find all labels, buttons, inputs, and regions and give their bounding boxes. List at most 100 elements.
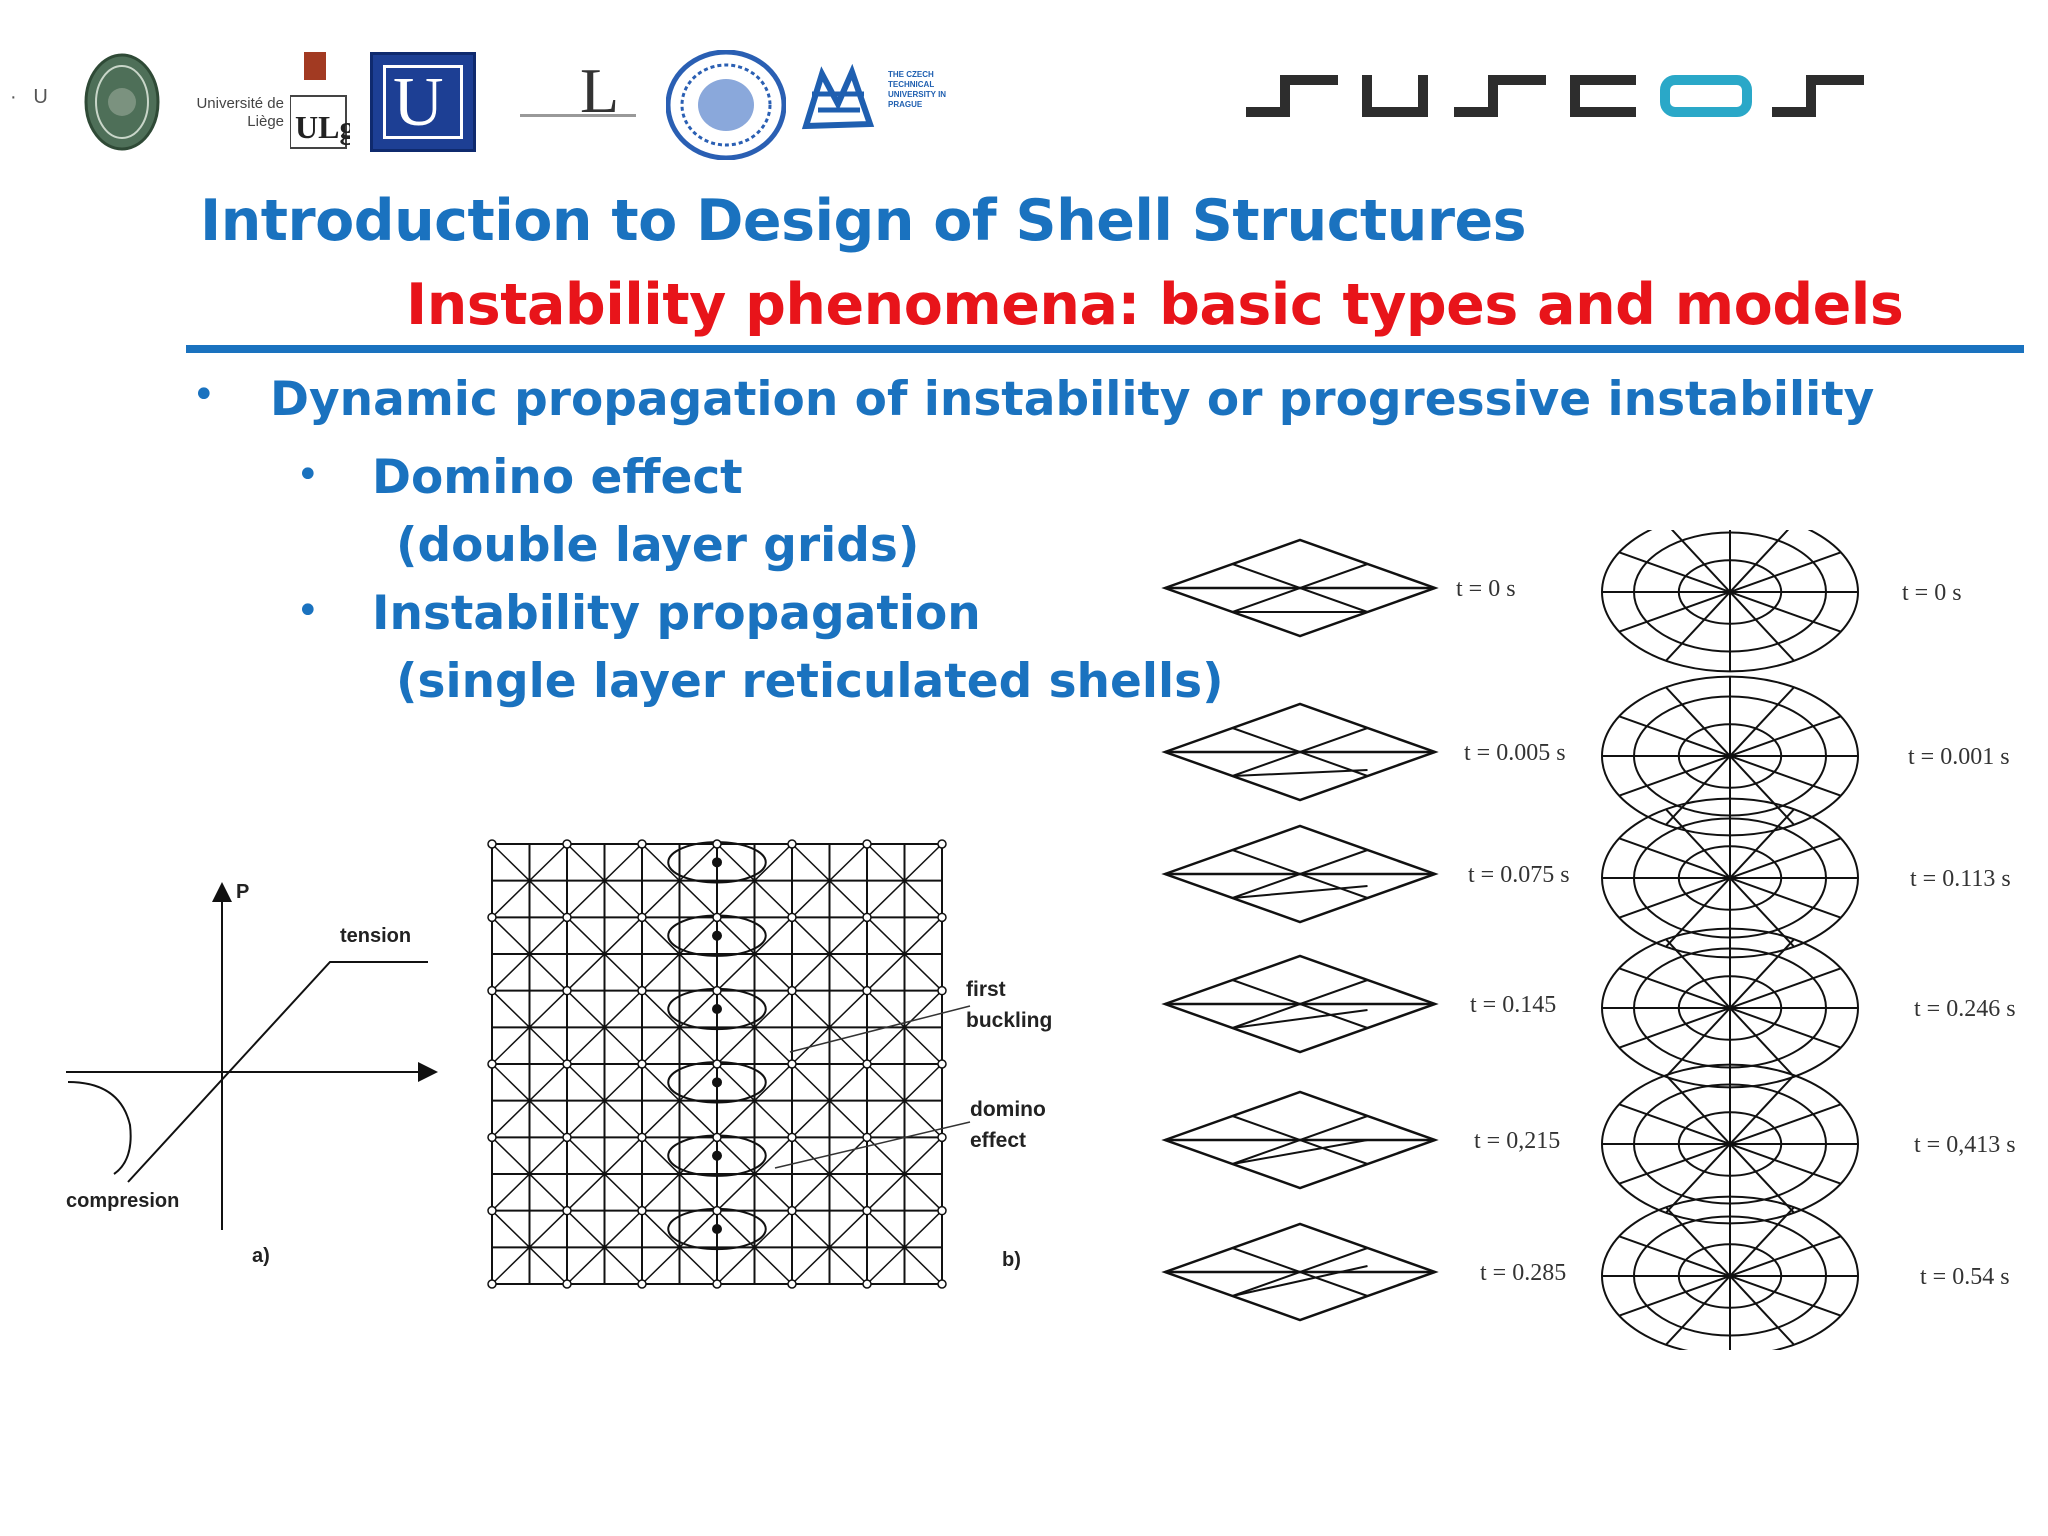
grid-node	[637, 839, 647, 849]
grid-node	[487, 912, 497, 923]
dome-member	[1618, 967, 1842, 1049]
grid-node	[937, 1132, 947, 1143]
right-time-labels: t = 0 st = 0.001 st = 0.113 st = 0.246 s…	[1902, 580, 2016, 1290]
shell-member	[1232, 979, 1368, 1029]
dome-ring	[1677, 975, 1783, 1041]
grid-diagonal	[491, 1210, 568, 1285]
time-label-left: t = 0.145	[1470, 992, 1556, 1018]
grid-diagonal	[641, 1063, 718, 1138]
grid-diagonal	[866, 990, 943, 1065]
time-label-right: t = 0.113 s	[1910, 866, 2011, 892]
grid-diagonal	[716, 990, 793, 1065]
right-shell-shapes	[1601, 530, 1859, 1350]
grid-diagonal	[491, 916, 568, 992]
left-time-labels: t = 0 st = 0.005 st = 0.075 st = 0.145t …	[1456, 576, 1570, 1286]
buckling-arrow	[712, 857, 722, 868]
fig-a-tension-curve	[127, 961, 428, 1183]
fig-a-compression-label: compresion	[66, 1190, 179, 1212]
grid-diagonal	[791, 916, 868, 992]
grid-node	[862, 1059, 872, 1069]
grid-node	[937, 1205, 947, 1216]
grid-diagonal	[716, 1210, 793, 1285]
logo-suscos	[1246, 75, 1864, 117]
grid-diagonal	[791, 1210, 868, 1285]
shell-member	[1232, 1265, 1368, 1297]
grid-diagonal	[791, 843, 868, 918]
grid-node	[787, 1132, 797, 1143]
grid-diagonal	[491, 990, 568, 1065]
grid-node	[562, 1279, 572, 1289]
grid-diagonal	[716, 916, 793, 992]
time-label-right: t = 0.246 s	[1914, 996, 2016, 1022]
fig-a-compression-curve	[67, 1081, 132, 1175]
svg-text:ULg: ULg	[295, 109, 350, 145]
grid-node	[637, 985, 647, 996]
grid-node	[862, 985, 872, 996]
page-title: Introduction to Design of Shell Structur…	[200, 188, 1527, 254]
dome-ring	[1677, 845, 1783, 911]
shell-member	[1232, 727, 1368, 777]
logo-czech-lion-icon	[801, 64, 875, 130]
grid-diagonal	[641, 916, 718, 992]
fig-b-panel-label: b)	[1002, 1249, 1021, 1271]
grid-node	[787, 912, 797, 923]
logo-small-u: · U	[10, 86, 48, 108]
grid-node	[787, 1059, 797, 1069]
grid-node	[862, 839, 872, 849]
grid-node	[562, 1205, 572, 1216]
grid-diagonal	[566, 916, 643, 992]
grid-diagonal	[641, 1210, 718, 1285]
grid-diagonal	[866, 843, 943, 918]
dome-ring	[1677, 1111, 1783, 1177]
shell-member	[1232, 1115, 1368, 1165]
grid-diagonal	[491, 843, 568, 918]
grid-node	[862, 1279, 872, 1289]
grid-node	[712, 1132, 722, 1143]
grid-node	[637, 912, 647, 923]
grid-diagonal	[491, 1063, 568, 1138]
page-subtitle: Instability phenomena: basic types and m…	[406, 272, 1904, 338]
dome-ring	[1677, 1243, 1783, 1309]
dome-ring	[1677, 559, 1783, 625]
logo-ulg: ULg	[290, 52, 350, 149]
buckling-arrow	[712, 1077, 722, 1088]
fig-b-first-buckling-leader	[789, 1005, 971, 1053]
bullet-main: Dynamic propagation of instability or pr…	[270, 372, 1875, 427]
grid-node	[562, 1059, 572, 1069]
figure-time-history-left: t = 0 st = 0.005 st = 0.075 st = 0.145t …	[1161, 538, 1570, 1322]
shell-member	[1232, 885, 1368, 899]
grid-node	[562, 1132, 572, 1143]
buckling-arrow	[712, 1150, 722, 1161]
grid-node	[487, 839, 497, 849]
grid-node	[937, 985, 947, 996]
grid-node	[637, 1205, 647, 1216]
time-label-right: t = 0.54 s	[1920, 1264, 2010, 1290]
figure-time-history-right: t = 0 st = 0.001 st = 0.113 st = 0.246 s…	[1601, 530, 2016, 1350]
shell-member	[1232, 563, 1368, 613]
bullet-instability-propagation: Instability propagation	[372, 586, 981, 641]
grid-diagonal	[716, 1136, 793, 1212]
fig-a-y-label: P	[236, 881, 249, 903]
grid-node	[487, 1205, 497, 1216]
dome-member	[1618, 1103, 1842, 1185]
grid-node	[787, 839, 797, 849]
logo-green-seal	[84, 53, 160, 151]
grid-node	[937, 912, 947, 923]
logo-small-u-dot: ·	[10, 86, 34, 108]
grid-node	[712, 1059, 722, 1069]
fig-a-panel-label: a)	[252, 1245, 270, 1267]
grid-node	[487, 1279, 497, 1289]
fig-b-buckling-marks	[487, 839, 947, 1289]
shell-member	[1232, 769, 1368, 777]
grid-node	[712, 1279, 722, 1289]
grid-node	[862, 912, 872, 923]
bullet-domino-effect: Domino effect	[372, 450, 743, 505]
grid-diagonal	[566, 843, 643, 918]
grid-node	[562, 839, 572, 849]
shell-member	[1232, 1009, 1368, 1029]
grid-diagonal	[641, 990, 718, 1065]
grid-node	[787, 985, 797, 996]
dome-member	[1618, 837, 1842, 919]
time-label-right: t = 0,413 s	[1914, 1132, 2016, 1158]
logo-ut-blue-inner	[383, 65, 463, 139]
